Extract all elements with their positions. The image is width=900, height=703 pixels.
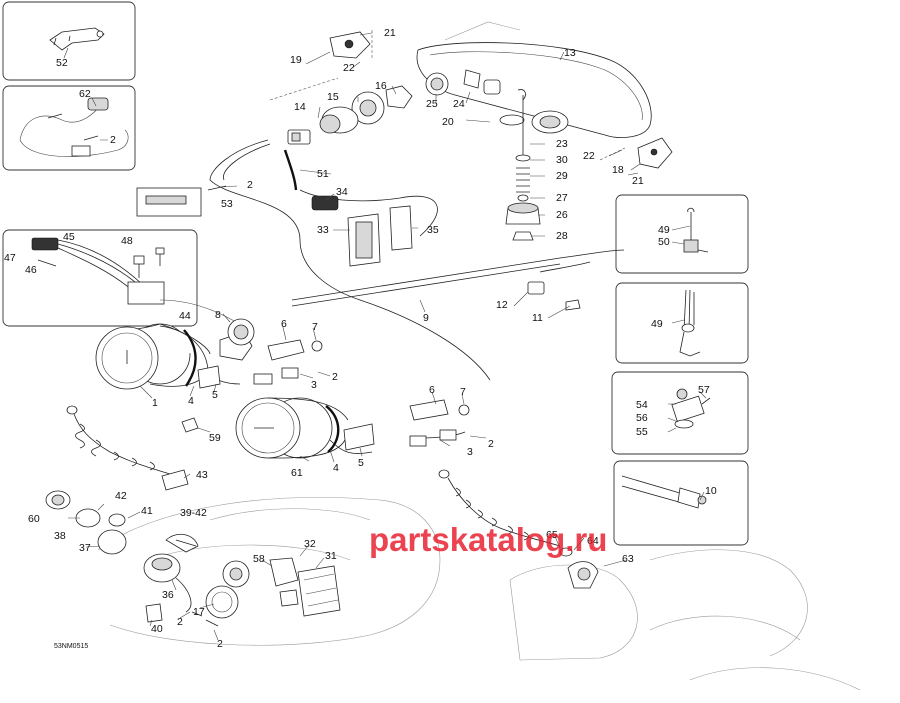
label-49-a: 49 [658, 224, 670, 236]
headlight-assembly [269, 21, 673, 241]
label-22-b: 22 [583, 150, 595, 162]
label-33: 33 [317, 224, 329, 236]
label-32: 32 [304, 538, 316, 550]
label-20: 20 [442, 116, 454, 128]
label-6-a: 6 [281, 318, 287, 330]
label-2-d: 2 [488, 438, 494, 450]
callout-leaders [63, 32, 707, 641]
label-55: 55 [636, 426, 648, 438]
label-2-a: 2 [110, 134, 116, 146]
label-40: 40 [151, 623, 163, 635]
label-50: 50 [658, 236, 670, 248]
label-5-b: 5 [358, 457, 364, 469]
label-3-b: 3 [467, 446, 473, 458]
label-4-b: 4 [333, 462, 339, 474]
label-8: 8 [215, 309, 221, 321]
label-21-a: 21 [384, 27, 396, 39]
label-58: 58 [253, 553, 265, 565]
electronic-modules [136, 185, 470, 447]
label-7-a: 7 [312, 321, 318, 333]
label-26: 26 [556, 209, 568, 221]
label-63: 63 [622, 553, 634, 565]
label-36: 36 [162, 589, 174, 601]
label-27: 27 [556, 192, 568, 204]
label-64: 64 [587, 535, 599, 547]
label-59: 59 [209, 432, 221, 444]
gauge-assemblies [95, 323, 375, 459]
label-39-42: 39-42 [180, 507, 207, 519]
label-60: 60 [28, 513, 40, 525]
label-42: 42 [115, 490, 127, 502]
label-21-b: 21 [632, 175, 644, 187]
label-31: 31 [325, 550, 337, 562]
label-18: 18 [612, 164, 624, 176]
label-49-b: 49 [651, 318, 663, 330]
label-5-a: 5 [212, 389, 218, 401]
label-41: 41 [141, 505, 153, 517]
wiring-harness [159, 139, 625, 454]
label-2-f: 2 [217, 638, 223, 650]
label-17: 17 [193, 606, 205, 618]
label-37: 37 [79, 542, 91, 554]
label-34: 34 [336, 186, 348, 198]
label-29: 29 [556, 170, 568, 182]
watermark-text: partskatalog.ru [369, 521, 607, 558]
label-53: 53 [221, 198, 233, 210]
label-4-a: 4 [188, 395, 194, 407]
label-54: 54 [636, 399, 648, 411]
label-24: 24 [453, 98, 465, 110]
label-19: 19 [290, 54, 302, 66]
label-2-b: 2 [247, 179, 253, 191]
dashboard-console [45, 490, 861, 691]
label-7-b: 7 [460, 386, 466, 398]
label-12: 12 [496, 299, 508, 311]
label-22-a: 22 [343, 62, 355, 74]
label-16: 16 [375, 80, 387, 92]
label-9: 9 [423, 312, 429, 324]
label-2-e: 2 [177, 616, 183, 628]
label-38: 38 [54, 530, 66, 542]
label-35: 35 [427, 224, 439, 236]
label-61: 61 [291, 467, 303, 479]
drawing-code: 53NM0515 [54, 643, 88, 650]
label-65: 65 [546, 529, 558, 541]
label-52: 52 [56, 57, 68, 69]
label-14: 14 [294, 101, 306, 113]
label-25: 25 [426, 98, 438, 110]
inset-panel-44 [2, 229, 198, 327]
label-3-a: 3 [311, 379, 317, 391]
label-57: 57 [698, 384, 710, 396]
inset-panel-49-50 [615, 194, 749, 274]
safety-lanyards [66, 405, 573, 557]
label-1: 1 [152, 397, 158, 409]
label-44: 44 [179, 310, 191, 322]
inset-panel-10 [613, 460, 749, 546]
label-51: 51 [317, 168, 329, 180]
label-30: 30 [556, 154, 568, 166]
label-2-c: 2 [332, 371, 338, 383]
label-13: 13 [564, 47, 576, 59]
inset-panel-54-57 [611, 371, 749, 455]
label-10: 10 [705, 485, 717, 497]
inset-panel-49 [615, 282, 749, 364]
label-43: 43 [196, 469, 208, 481]
label-28: 28 [556, 230, 568, 242]
label-15: 15 [327, 91, 339, 103]
label-45: 45 [63, 231, 75, 243]
label-46: 46 [25, 264, 37, 276]
label-6-b: 6 [429, 384, 435, 396]
inset-panel-62 [2, 85, 136, 171]
label-47: 47 [4, 252, 16, 264]
inset-panel-52 [2, 1, 136, 81]
part-number-labels: 52 62 2 2 53 45 48 47 46 44 21 19 22 13 … [4, 27, 717, 650]
label-11: 11 [532, 312, 543, 324]
label-23: 23 [556, 138, 568, 150]
label-56: 56 [636, 412, 648, 424]
label-48: 48 [121, 235, 133, 247]
label-62: 62 [79, 88, 91, 100]
